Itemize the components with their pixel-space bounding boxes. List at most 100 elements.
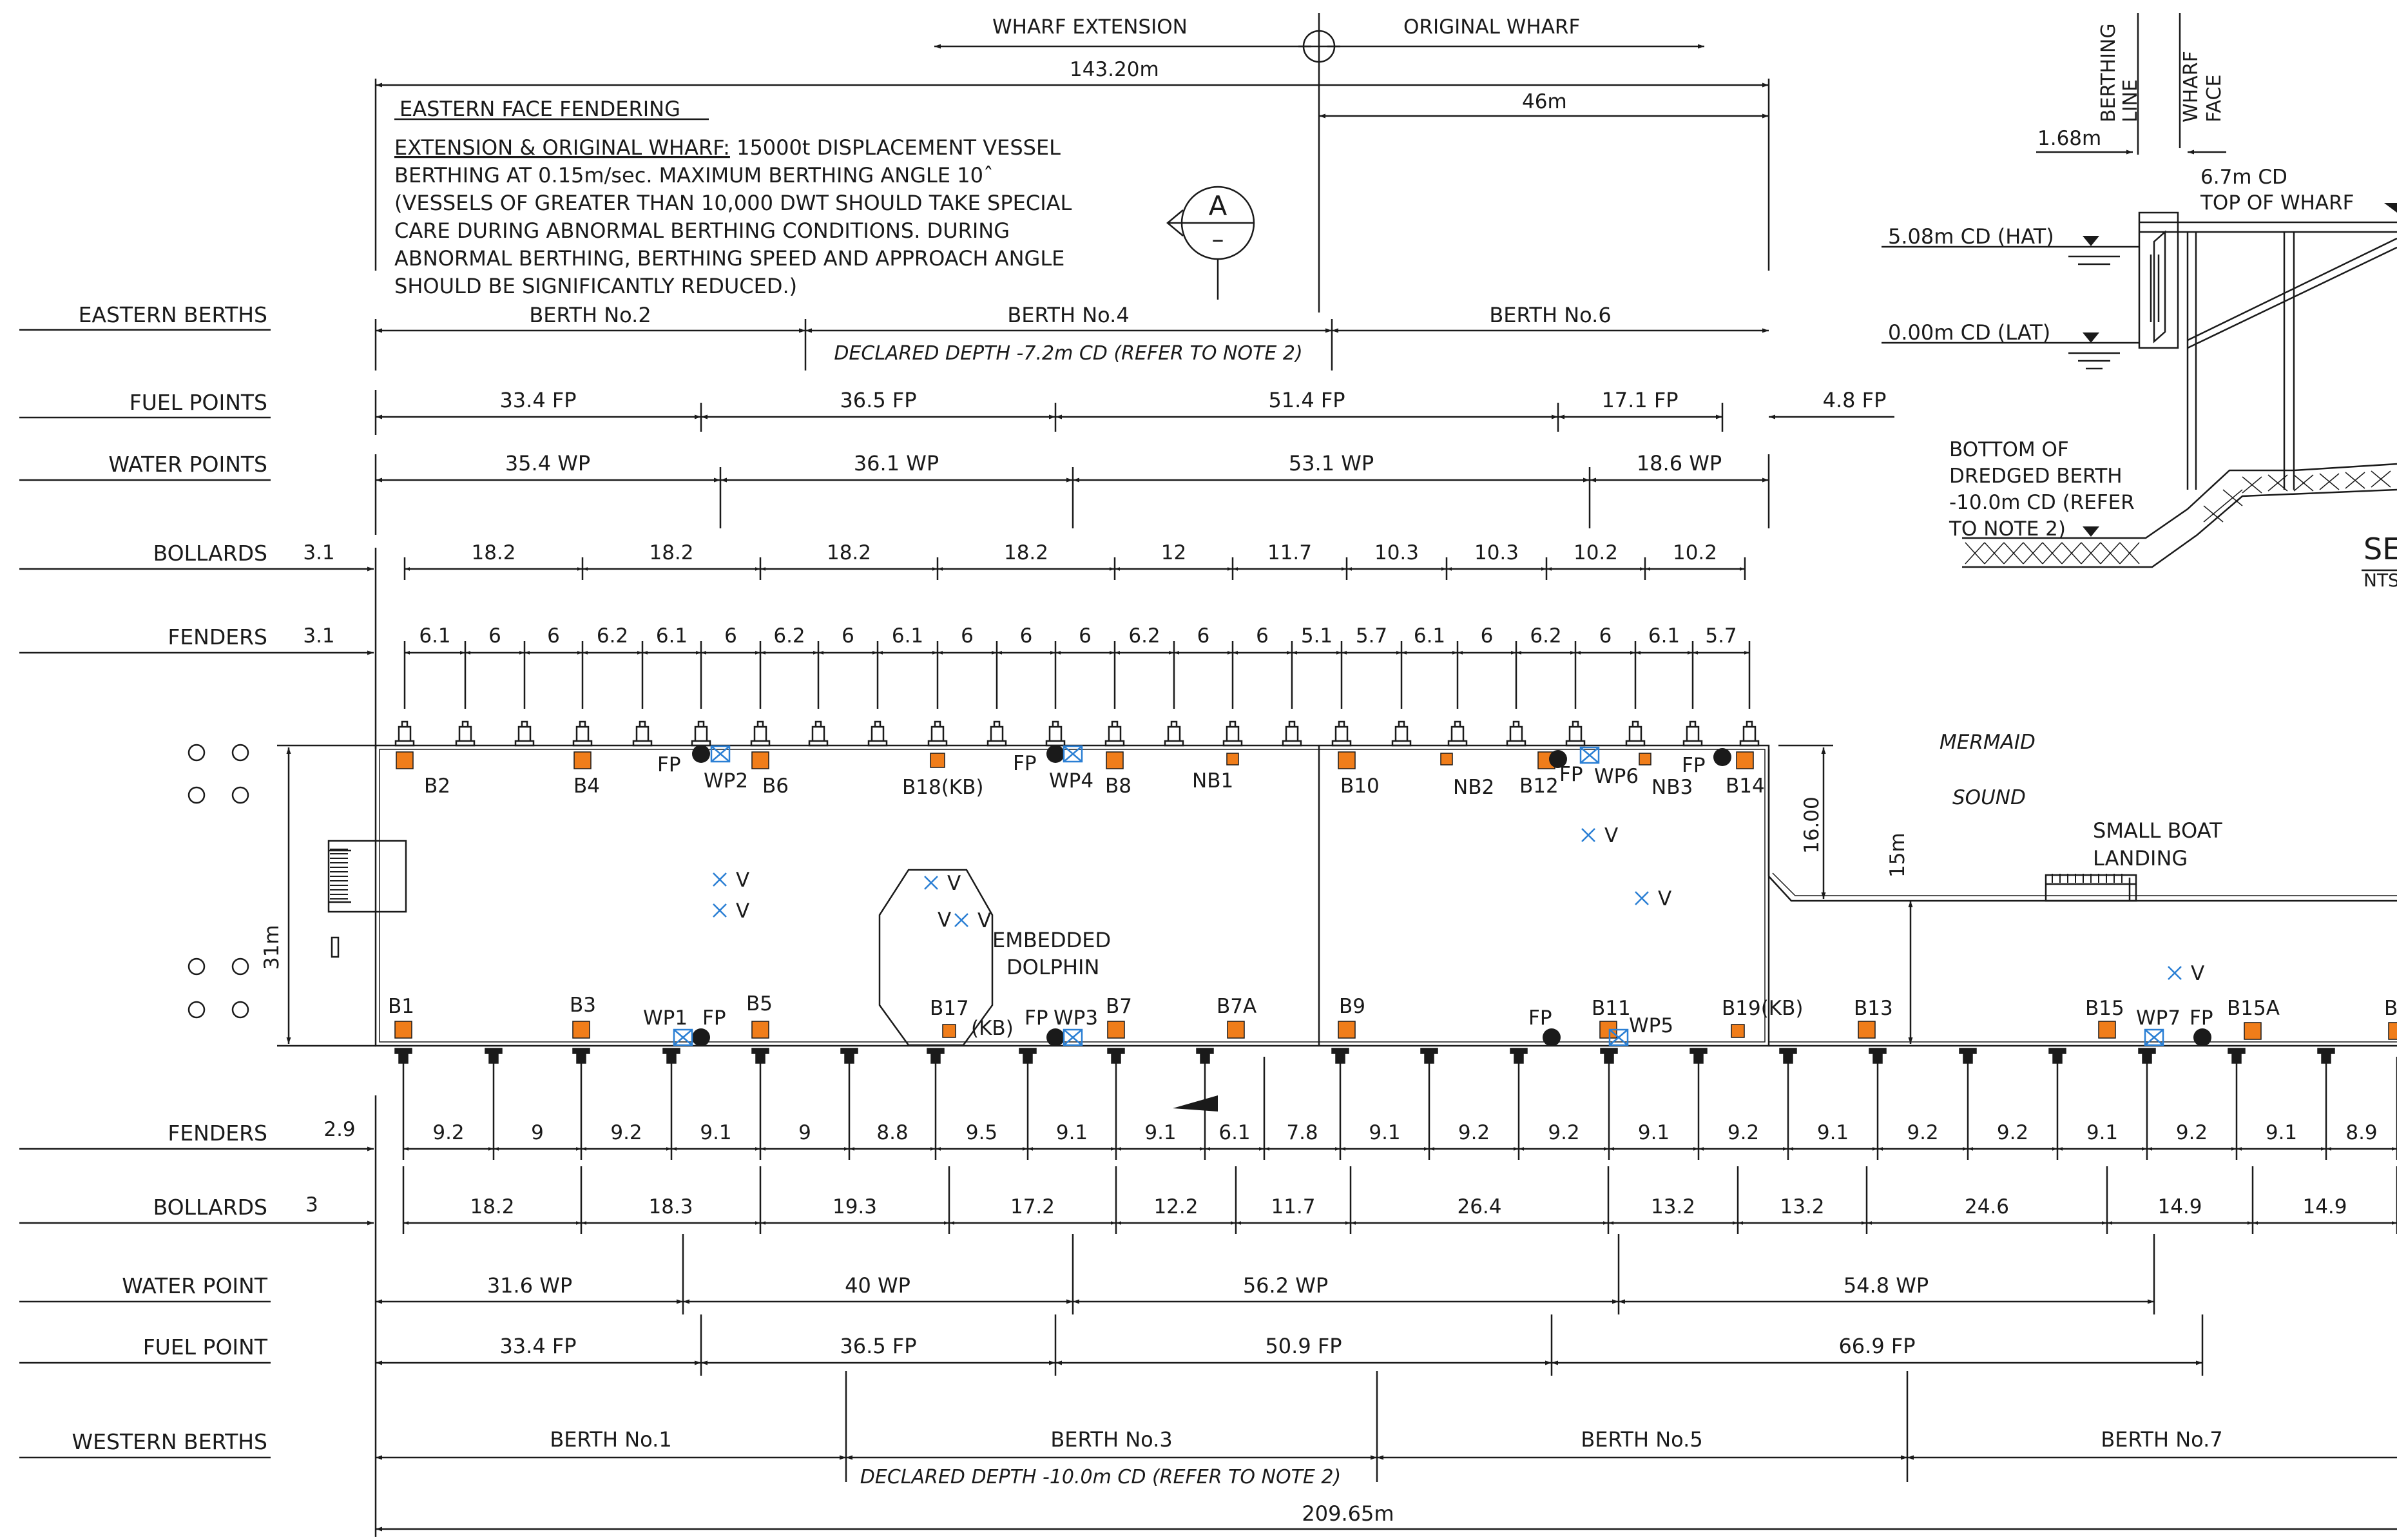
west-bollard-value: 24.6 xyxy=(1965,1195,2009,1218)
fender-unit xyxy=(1510,1048,1528,1064)
bollard-label: B9 xyxy=(1339,995,1365,1018)
east-fuel-1: 33.4 FP xyxy=(499,388,576,412)
mooring-post xyxy=(231,1001,249,1019)
bollard-label: (KB) xyxy=(971,1017,1014,1040)
total-length-top: 143.20m xyxy=(1070,58,1159,81)
fender-unit xyxy=(1282,720,1302,747)
vent-marker xyxy=(924,876,938,890)
mooring-post xyxy=(231,786,249,804)
west-fuel-4: 66.9 FP xyxy=(1838,1334,1915,1358)
fender-unit xyxy=(867,720,888,747)
bollard-marker xyxy=(2244,1022,2262,1040)
bollard-marker xyxy=(1440,753,1453,765)
point-label: WP5 xyxy=(1629,1014,1673,1037)
bollard-marker xyxy=(930,753,945,768)
fender-unit xyxy=(1331,720,1352,747)
west-fender-value: 9.1 xyxy=(2266,1121,2297,1144)
fuel-point-marker xyxy=(1713,748,1731,766)
east-fender-value: 6 xyxy=(1197,624,1210,648)
water-point-marker xyxy=(673,1028,693,1046)
water-point-marker xyxy=(2144,1028,2164,1046)
east-fender-value: 6.1 xyxy=(656,624,688,648)
east-bollard-value: 10.2 xyxy=(1673,541,1717,564)
fender-unit xyxy=(987,720,1007,747)
western-berths-label: WESTERN BERTHS xyxy=(72,1429,267,1454)
water-point-marker xyxy=(1608,1028,1629,1046)
section-nts: NTS xyxy=(2363,570,2397,591)
water-points-label: WATER POINTS xyxy=(108,452,267,477)
east-bollard-value: 12 xyxy=(1161,541,1186,564)
bollard-label: B6 xyxy=(762,775,789,798)
west-bollard-value: 19.3 xyxy=(833,1195,877,1218)
fender-unit xyxy=(691,720,711,747)
fender-unit xyxy=(2048,1048,2066,1064)
bollard-label: B4 xyxy=(573,775,600,798)
notes-line-5: ABNORMAL BERTHING, BERTHING SPEED AND AP… xyxy=(394,246,1064,271)
vent-label: V xyxy=(736,869,749,892)
east-bollard-value: 11.7 xyxy=(1267,541,1312,564)
water-point-marker xyxy=(1063,745,1083,763)
point-label: FP xyxy=(657,753,681,776)
west-bollard-start: 3 xyxy=(305,1193,318,1217)
fender-unit xyxy=(1447,720,1468,747)
west-water-label: WATER POINT xyxy=(122,1273,268,1298)
bollard-label: B3 xyxy=(570,994,596,1017)
berthing-line-label-2: LINE xyxy=(2119,79,2142,122)
fender-unit xyxy=(927,720,948,747)
east-fender-value: 6 xyxy=(1020,624,1033,648)
bollard-label: B2 xyxy=(424,775,450,798)
east-fender-value: 5.7 xyxy=(1356,624,1387,648)
bollard-marker xyxy=(573,751,592,769)
width-16m: 16.00 xyxy=(1800,796,1824,854)
east-fender-value: 6.2 xyxy=(773,624,805,648)
section-marker-sub: – xyxy=(1212,225,1224,253)
bollards-label: BOLLARDS xyxy=(153,541,267,566)
drawing-text: WHARF EXTENSION ORIGINAL WHARF 143.20m 4… xyxy=(72,15,2397,1526)
west-fender-value: 9.1 xyxy=(1638,1121,1670,1144)
west-fuel-1: 33.4 FP xyxy=(499,1334,576,1358)
east-bollard-value: 18.2 xyxy=(649,541,693,564)
mermaid-label: MERMAID xyxy=(1940,731,2036,754)
bollard-marker xyxy=(751,1021,769,1039)
east-bollard-value: 10.2 xyxy=(1574,541,1618,564)
east-bollard-value: 18.2 xyxy=(1004,541,1048,564)
west-fender-value: 9.1 xyxy=(700,1121,731,1144)
berth-no-2: BERTH No.2 xyxy=(529,303,651,327)
west-fuel-label: FUEL POINT xyxy=(143,1334,268,1360)
east-fender-value: 6.1 xyxy=(1648,624,1680,648)
drawing-linework xyxy=(19,13,2397,1537)
point-label: WP2 xyxy=(704,769,748,793)
notes-line-1: EXTENSION & ORIGINAL WHARF: 15000t DISPL… xyxy=(394,135,1061,160)
fender-unit xyxy=(1565,720,1586,747)
sound-label: SOUND xyxy=(1952,786,2026,809)
eastern-berths-label: EASTERN BERTHS xyxy=(79,302,267,327)
east-fender-value: 6.1 xyxy=(419,624,450,648)
small-boat-label-2: LANDING xyxy=(2093,846,2188,871)
point-label: WP6 xyxy=(1594,765,1639,788)
west-bollard-value: 26.4 xyxy=(1457,1195,1501,1218)
west-bollard-value: 12.2 xyxy=(1153,1195,1198,1218)
vent-label: V xyxy=(977,909,991,932)
berthing-line-label-1: BERTHING xyxy=(2097,23,2120,122)
east-fender-value: 6 xyxy=(547,624,560,648)
west-fender-value: 6.1 xyxy=(1218,1121,1250,1144)
west-fender-value: 9.2 xyxy=(610,1121,642,1144)
section-title: SE xyxy=(2363,532,2397,566)
fender-unit xyxy=(1689,1048,1708,1064)
west-bollard-value: 18.3 xyxy=(648,1195,693,1218)
bollard-marker xyxy=(1106,751,1124,769)
vent-marker xyxy=(713,903,727,918)
bollard-marker xyxy=(1736,751,1754,769)
vent-label: V xyxy=(1658,887,1671,910)
fender-unit xyxy=(1019,1048,1037,1064)
fender-unit xyxy=(632,720,653,747)
fender-unit xyxy=(808,720,829,747)
west-bollard-value: 13.2 xyxy=(1780,1195,1824,1218)
offset-168: 1.68m xyxy=(2037,127,2101,150)
dolphin-label-2: DOLPHIN xyxy=(1006,955,1099,979)
west-fender-value: 9.2 xyxy=(432,1121,464,1144)
point-label: FP xyxy=(2190,1006,2213,1030)
fender-unit xyxy=(840,1048,858,1064)
